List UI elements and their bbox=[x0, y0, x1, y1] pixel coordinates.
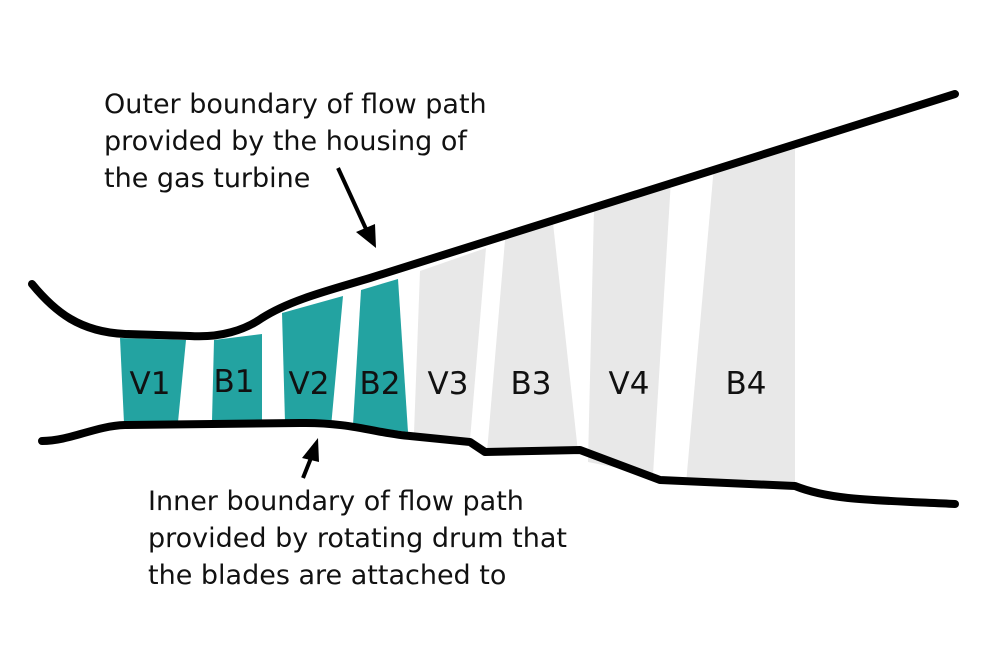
stage-v1-shape bbox=[120, 338, 186, 423]
inner-callout-line-3: the blades are attached to bbox=[148, 560, 507, 591]
inner-boundary-line bbox=[38, 418, 959, 508]
stage-b1-shape bbox=[212, 334, 262, 421]
inner-callout-line-1: Inner boundary of flow path bbox=[148, 486, 524, 517]
inner-boundary-callout: Inner boundary of flow path provided by … bbox=[148, 483, 567, 594]
stage-label-b4: B4 bbox=[726, 366, 767, 402]
stage-label-b1: B1 bbox=[214, 364, 255, 400]
stage-label-v4: V4 bbox=[609, 366, 650, 402]
stage-b3-shape bbox=[487, 223, 578, 452]
outer-callout-line-2: provided by the housing of bbox=[104, 126, 467, 157]
stage-v2-shape bbox=[282, 296, 343, 427]
outer-callout-line-3: the gas turbine bbox=[104, 163, 311, 194]
stage-v3-shape bbox=[414, 248, 486, 440]
stage-label-v3: V3 bbox=[428, 366, 469, 402]
stage-label-b2: B2 bbox=[360, 366, 401, 402]
stage-label-b3: B3 bbox=[511, 366, 552, 402]
outer-callout-arrow bbox=[336, 167, 376, 248]
outer-boundary-line bbox=[28, 90, 959, 341]
inner-callout-arrow bbox=[301, 438, 319, 479]
stage-label-v1: V1 bbox=[130, 366, 171, 402]
stage-v4-shape bbox=[588, 180, 671, 475]
outer-boundary-callout: Outer boundary of flow path provided by … bbox=[104, 86, 487, 197]
inner-callout-line-2: provided by rotating drum that bbox=[148, 523, 567, 554]
outer-callout-line-1: Outer boundary of flow path bbox=[104, 89, 487, 120]
stage-b2-shape bbox=[353, 279, 408, 432]
stage-label-v2: V2 bbox=[289, 366, 330, 402]
stage-b4-shape bbox=[686, 143, 795, 486]
